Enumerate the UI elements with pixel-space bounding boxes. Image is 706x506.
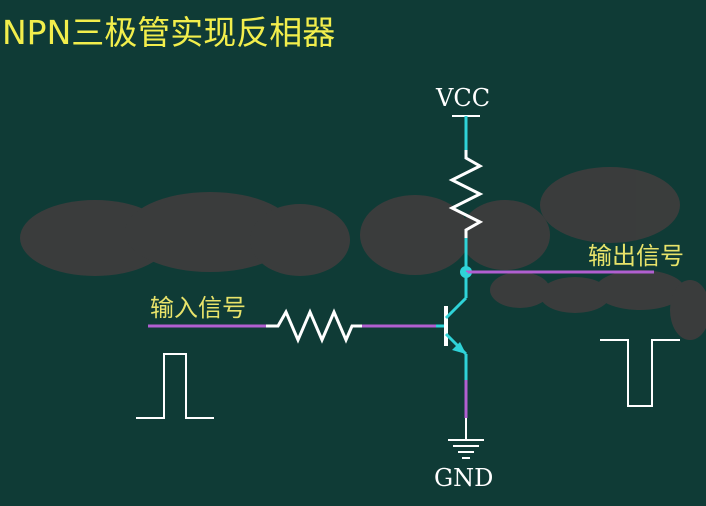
npn-transistor <box>436 296 468 356</box>
diagram-title: NPN三极管实现反相器 <box>2 13 336 52</box>
ground-symbol-icon <box>448 439 484 459</box>
base-resistor <box>266 308 362 344</box>
input-pulse-waveform <box>136 353 214 419</box>
obscured-watermark <box>20 167 706 340</box>
output-signal-label: 输出信号 <box>588 242 684 270</box>
collector-resistor <box>448 150 484 238</box>
input-signal-label: 输入信号 <box>150 294 246 322</box>
output-pulse-waveform <box>600 339 680 407</box>
gnd-label: GND <box>434 464 494 492</box>
emitter-arrow-icon <box>452 342 466 354</box>
vcc-label: VCC <box>436 84 491 112</box>
